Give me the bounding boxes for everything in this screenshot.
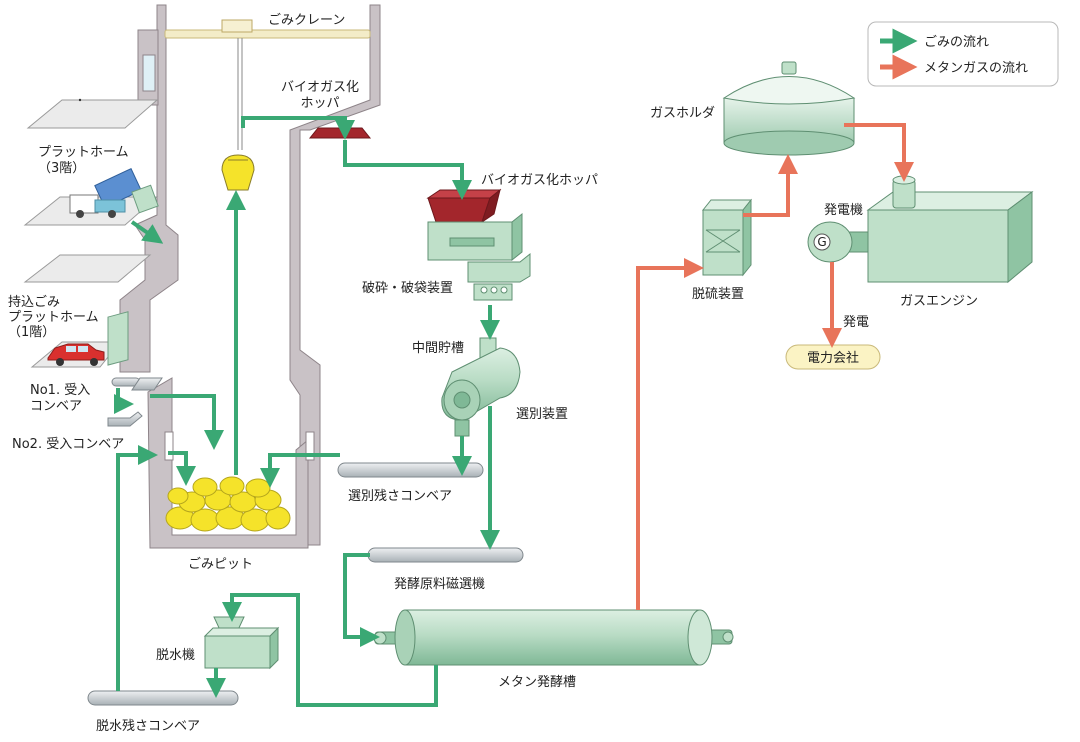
label-dewater-residue: 脱水残さコンベア	[96, 719, 200, 734]
label-hopper-top-2: ホッパ	[300, 96, 339, 111]
label-gas-holder: ガスホルダ	[650, 106, 715, 121]
legend-methane-flow: メタンガスの流れ	[924, 61, 1028, 76]
label-generator: 発電機	[824, 203, 863, 218]
biogas-hopper-top	[308, 127, 372, 139]
flow-desulfur-to-holder	[743, 154, 798, 217]
flow-residue-return	[260, 453, 340, 488]
methane-fermenter	[373, 609, 734, 666]
garbage-flow-arrows	[114, 116, 500, 707]
label-platform3-2: （3階）	[38, 161, 85, 176]
garbage-bags	[165, 476, 291, 532]
crane-grab	[221, 154, 255, 191]
label-platform1-2: プラットホーム	[8, 310, 99, 325]
flow-no1-to-pit	[150, 394, 224, 450]
generator	[807, 221, 869, 263]
label-power-company: 電力会社	[807, 350, 859, 366]
desulfur-unit	[701, 198, 753, 277]
label-platform1-1: 持込ごみ	[8, 294, 60, 310]
label-power-gen: 発電	[843, 315, 869, 330]
magnetic-separator	[367, 547, 524, 563]
label-dewater: 脱水機	[156, 648, 195, 663]
label-hopper-main: バイオガス化ホッパ	[481, 173, 598, 188]
flow-fermenter-to-desulfur	[636, 258, 704, 610]
flow-to-main-hopper	[343, 140, 472, 200]
label-desulfur: 脱硫装置	[692, 287, 744, 302]
flow-magnetic-to-fermenter	[343, 553, 380, 647]
legend-garbage-flow: ごみの流れ	[924, 34, 989, 50]
label-magnetic: 発酵原料磁選機	[394, 577, 485, 592]
label-crane: ごみクレーン	[268, 12, 345, 28]
label-fermenter: メタン発酵槽	[498, 675, 576, 690]
flow-hopper-entry	[241, 116, 355, 140]
label-hopper-top-1: バイオガス化	[281, 80, 359, 95]
no2-conveyor	[107, 411, 143, 427]
generator-symbol: G	[817, 235, 826, 249]
gas-holder	[722, 61, 856, 156]
label-sorter: 選別装置	[516, 407, 568, 422]
dewater-machine	[203, 616, 280, 670]
flow-holder-to-engine	[844, 123, 914, 182]
flow-no2-to-pit	[168, 451, 196, 486]
legend	[867, 21, 1059, 87]
car	[47, 311, 129, 366]
biogas-hopper	[426, 188, 502, 224]
label-no1-conveyor-2: コンベア	[30, 399, 82, 414]
label-platform1-3: （1階）	[8, 325, 55, 340]
crusher	[427, 212, 531, 301]
no1-conveyor	[111, 377, 163, 391]
label-pit: ごみピット	[188, 556, 253, 572]
label-storage-tank: 中間貯槽	[412, 341, 464, 356]
sorter	[441, 347, 521, 437]
flow-fermenter-to-dewater	[222, 593, 438, 707]
flow-dewater-residue-up	[116, 445, 158, 691]
label-no2-conveyor: No2. 受入コンベア	[12, 437, 124, 452]
label-residue-conveyor: 選別残さコンベア	[348, 489, 452, 504]
gas-engine	[866, 175, 1034, 284]
label-no1-conveyor-1: No1. 受入	[30, 383, 90, 398]
label-platform3-1: プラットホーム	[38, 145, 129, 160]
flow-3f-to-pit	[130, 220, 164, 244]
label-crusher: 破砕・破袋装置	[362, 281, 453, 296]
garbage-truck	[69, 168, 159, 218]
flow-1f-drop	[114, 388, 134, 414]
methane-flow-arrows	[636, 123, 914, 610]
label-gas-engine: ガスエンジン	[900, 294, 978, 309]
dewater-residue-conveyor	[87, 690, 239, 706]
residue-conveyor	[337, 462, 484, 478]
